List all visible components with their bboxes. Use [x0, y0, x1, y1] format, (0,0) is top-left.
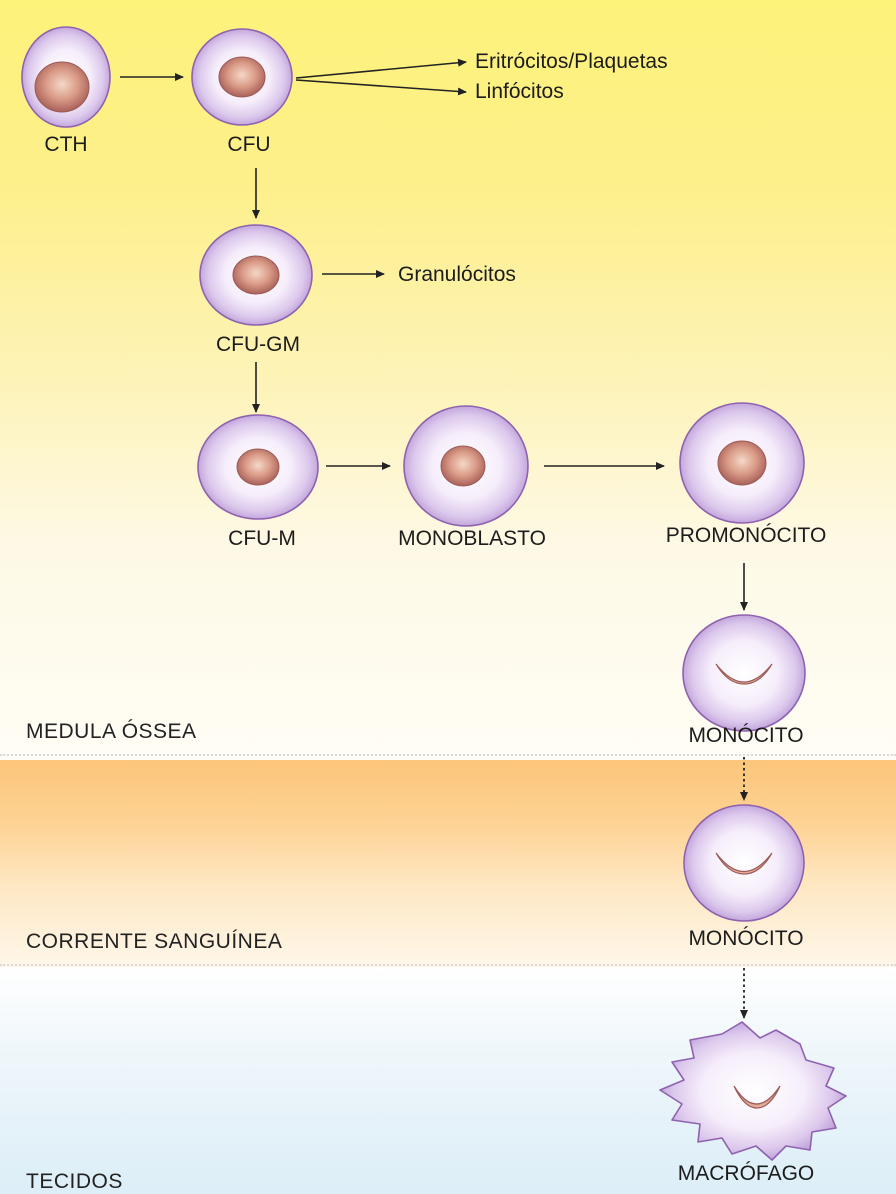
- zone-label-tecidos: TECIDOS: [26, 1170, 123, 1194]
- cell-monoblasto: [404, 406, 528, 526]
- label-macrofago: MACRÓFAGO: [678, 1162, 815, 1186]
- cell-monocito-blood: [684, 805, 804, 921]
- cell-macrofago: [660, 1022, 846, 1160]
- cell-cfu-gm: [200, 225, 312, 325]
- label-eritrocitos-plaquetas: Eritrócitos/Plaquetas: [475, 50, 668, 74]
- label-cfu-m: CFU-M: [228, 527, 296, 551]
- zone-label-medula-ossea: MEDULA ÓSSEA: [26, 720, 197, 744]
- label-linfocitos: Linfócitos: [475, 80, 564, 104]
- zone-label-corrente-sanguinea: CORRENTE SANGUÍNEA: [26, 930, 282, 954]
- label-granulocitos: Granulócitos: [398, 263, 516, 287]
- cell-monocito-marrow: [683, 615, 805, 731]
- cell-promonocito: [680, 403, 804, 523]
- cell-cth: [22, 27, 110, 127]
- label-cfu-gm: CFU-GM: [216, 333, 300, 357]
- label-cth: CTH: [44, 133, 87, 157]
- cell-cfu: [192, 29, 292, 125]
- arrow-cfu-linfocitos: [296, 80, 466, 92]
- cell-cfu-m: [198, 415, 318, 519]
- label-monoblasto: MONOBLASTO: [398, 527, 546, 551]
- label-monocito-blood: MONÓCITO: [688, 927, 803, 951]
- label-promonocito: PROMONÓCITO: [666, 524, 827, 548]
- label-cfu: CFU: [227, 133, 270, 157]
- arrow-cfu-eritrocitos: [296, 62, 466, 78]
- label-monocito-marrow: MONÓCITO: [688, 724, 803, 748]
